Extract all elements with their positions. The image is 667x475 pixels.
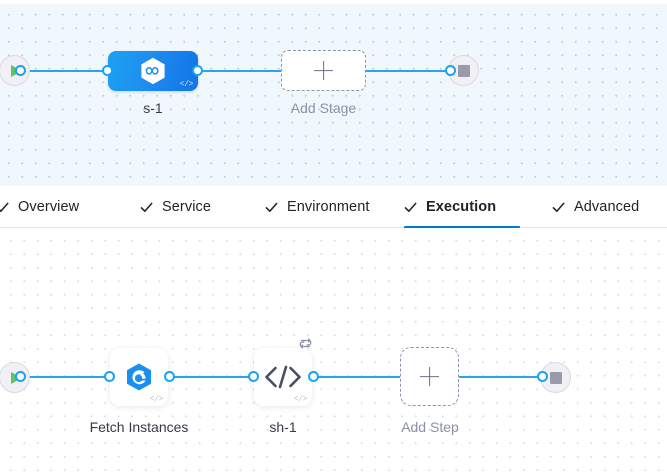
tab-overview-label: Overview: [18, 199, 80, 215]
harness-hexagon-swirl-icon: [127, 363, 151, 391]
check-icon: [552, 202, 565, 212]
add-step-button[interactable]: [400, 347, 459, 406]
plus-icon: [314, 61, 333, 80]
stage-input-port[interactable]: [102, 65, 113, 76]
edge-add-stage-to-end: [366, 70, 462, 72]
tab-environment-label: Environment: [287, 199, 370, 215]
fetch-instances-input-port[interactable]: [104, 371, 115, 382]
edge-add-step-to-end: [458, 376, 554, 378]
sh-1-code-tag: </>: [293, 395, 308, 404]
execution-steps-canvas[interactable]: </> Fetch Instances </> sh-1: [0, 228, 667, 475]
edge-sh1-to-add-step: [314, 376, 402, 378]
tab-advanced-label: Advanced: [574, 199, 640, 215]
stop-icon: [549, 371, 562, 384]
exec-start-port[interactable]: [15, 371, 26, 382]
check-icon: [0, 202, 9, 212]
tab-service[interactable]: Service: [140, 186, 211, 228]
stage-output-port[interactable]: [192, 65, 203, 76]
add-step-label: Add Step: [401, 419, 459, 435]
check-icon: [265, 202, 278, 212]
pipeline-stage-tabs: Overview Service Environment Execution: [0, 186, 667, 229]
tab-execution-label: Execution: [426, 199, 497, 215]
fetch-instances-output-port[interactable]: [164, 371, 175, 382]
plus-icon: [420, 367, 439, 386]
tab-service-label: Service: [162, 199, 212, 215]
add-stage-button[interactable]: [281, 50, 366, 91]
sh-1-output-port[interactable]: [308, 371, 319, 382]
step-node-fetch-instances[interactable]: </>: [110, 348, 168, 406]
shell-script-code-icon: [265, 365, 301, 389]
stage-end-port[interactable]: [445, 65, 456, 76]
tab-environment[interactable]: Environment: [265, 186, 370, 228]
tab-overview[interactable]: Overview: [0, 186, 79, 228]
stop-icon: [457, 64, 470, 77]
stage-code-tag: </>: [179, 80, 194, 89]
tab-execution-underline: [404, 226, 520, 229]
edge-start-to-stage: [22, 70, 114, 72]
stage-start-port[interactable]: [15, 65, 26, 76]
pipeline-stage-canvas[interactable]: </> s-1 Add Stage: [0, 4, 667, 186]
harness-hexagon-infinity-icon: [141, 57, 165, 85]
fetch-instances-code-tag: </>: [149, 395, 164, 404]
tab-advanced[interactable]: Advanced: [552, 186, 639, 228]
edge-stage-to-add-stage: [196, 70, 286, 72]
stage-node-s-1[interactable]: </>: [108, 51, 198, 91]
check-icon: [140, 202, 153, 212]
step-node-sh-1[interactable]: </>: [254, 338, 312, 406]
sh-1-input-port[interactable]: [248, 371, 259, 382]
check-icon: [404, 202, 417, 212]
add-stage-label: Add Stage: [290, 100, 357, 116]
retry-loop-icon: [299, 338, 312, 349]
stage-node-label: s-1: [143, 100, 163, 116]
exec-end-port[interactable]: [537, 371, 548, 382]
fetch-instances-label: Fetch Instances: [89, 419, 189, 435]
edge-fetch-to-sh1: [170, 376, 256, 378]
edge-start-to-fetch: [22, 376, 114, 378]
sh-1-label: sh-1: [269, 419, 297, 435]
tab-execution[interactable]: Execution: [404, 186, 520, 229]
